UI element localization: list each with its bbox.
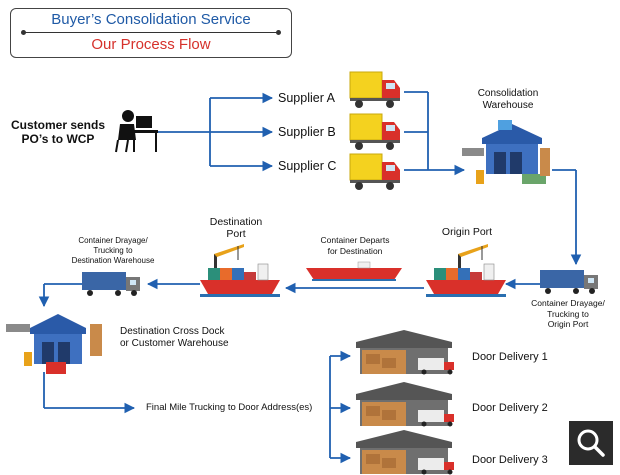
supplier-consolidation-arrows: [404, 91, 466, 176]
departs-label: Container Departs for Destination: [320, 235, 390, 256]
door-1-warehouse-icon: [356, 330, 454, 375]
search-icon: [577, 429, 605, 457]
consolidation-drayage-arrow: [552, 169, 582, 266]
cross-dock-warehouse-icon: [6, 314, 102, 374]
zoom-button[interactable]: [569, 421, 613, 465]
title-box: Buyer’s Consolidation Service Our Proces…: [10, 8, 292, 58]
destination-port-label: Destination Port: [209, 216, 263, 240]
supplier-c-label: Supplier C: [278, 159, 337, 173]
customer-supplier-arrows: [158, 92, 274, 172]
cross-dock-label: Destination Cross Dock or Customer Wareh…: [120, 326, 229, 349]
destination-drayage-truck-icon: [82, 272, 140, 296]
title-service: Buyer’s Consolidation Service: [51, 11, 251, 28]
customer-label: Customer sends PO’s to WCP: [10, 118, 106, 146]
customer-computer-icon: [115, 110, 158, 153]
departing-ship-icon: [306, 261, 402, 281]
consolidation-warehouse-icon: [462, 120, 550, 184]
door-1-label: Door Delivery 1: [472, 351, 548, 363]
door-delivery-arrows: [329, 350, 352, 464]
supplier-a-truck-icon: [349, 71, 401, 109]
origin-port-ship-icon: [425, 243, 507, 298]
title-process-flow: Our Process Flow: [91, 36, 211, 53]
destination-port-ship-icon: [199, 243, 281, 298]
final-mile-arrow: [43, 372, 136, 414]
consolidation-label: Consolidation Warehouse: [477, 88, 539, 111]
origin-drayage-truck-icon: [540, 270, 598, 294]
door-3-label: Door Delivery 3: [472, 454, 548, 466]
origin-port-label: Origin Port: [441, 226, 493, 238]
door-2-label: Door Delivery 2: [472, 402, 548, 414]
door-2-warehouse-icon: [356, 382, 454, 427]
title-divider: [21, 30, 281, 35]
door-3-warehouse-icon: [356, 430, 454, 475]
drayage-cross-dock-arrow: [38, 283, 82, 308]
supplier-b-label: Supplier B: [278, 125, 336, 139]
supplier-a-label: Supplier A: [278, 91, 335, 105]
destination-drayage-label: Container Drayage/ Trucking to Destinati…: [71, 236, 155, 265]
final-mile-label: Final Mile Trucking to Door Address(es): [146, 402, 313, 413]
origin-drayage-label: Container Drayage/ Trucking to Origin Po…: [531, 298, 605, 329]
supplier-c-truck-icon: [349, 153, 401, 191]
supplier-b-truck-icon: [349, 113, 401, 151]
